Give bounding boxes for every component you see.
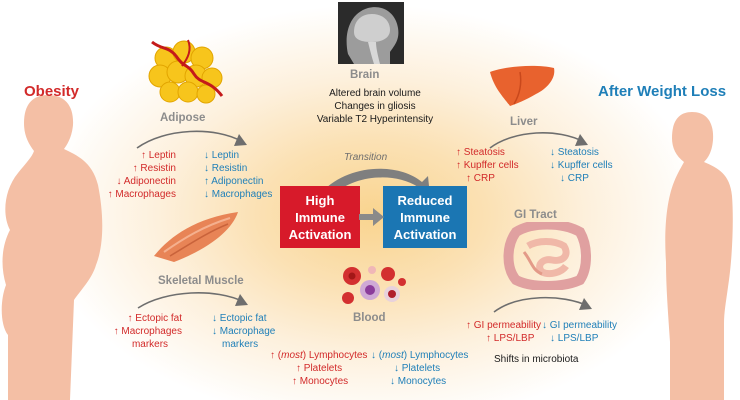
muscle-before-2: ↑ Macrophages xyxy=(113,326,182,337)
liver-before-3: ↑ CRP xyxy=(466,173,495,184)
after-weight-loss-title: After Weight Loss xyxy=(598,83,727,100)
muscle-after-2: ↓ Macrophage xyxy=(212,326,276,337)
muscle-after-3: markers xyxy=(222,339,259,350)
gi-tract-label: GI Tract xyxy=(514,209,557,221)
reduced-immune-activation-box: Reduced Immune Activation xyxy=(383,186,467,248)
adipose-label: Adipose xyxy=(160,112,206,124)
muscle-arrow xyxy=(137,292,248,309)
brain-label: Brain xyxy=(350,69,380,81)
brain-mri-image xyxy=(338,2,404,64)
blood-after-3: ↓ Monocytes xyxy=(390,376,447,387)
liver-before-1: ↑ Steatosis xyxy=(456,147,505,158)
brain-line-3: Variable T2 Hyperintensity xyxy=(316,114,434,125)
muscle-before-3: markers xyxy=(131,339,169,350)
adipose-before-1: ↑ Leptin xyxy=(140,150,176,161)
slim-silhouette xyxy=(665,112,733,400)
blood-before-1: ↑ (most) Lymphocytes xyxy=(270,350,368,361)
brain-line-1: Altered brain volume xyxy=(329,88,421,99)
gi-before-2: ↑ LPS/LBP xyxy=(486,333,535,344)
liver-before-2: ↑ Kupffer cells xyxy=(456,160,519,171)
liver-after-3: ↓ CRP xyxy=(560,173,589,184)
skeletal-muscle-image xyxy=(154,212,238,262)
gi-after-2: ↓ LPS/LBP xyxy=(550,333,599,344)
transition-small-arrow xyxy=(359,208,384,226)
obesity-title: Obesity xyxy=(24,83,80,100)
muscle-before-1: ↑ Ectopic fat xyxy=(127,313,182,324)
adipose-arrow xyxy=(136,130,247,149)
muscle-after-1: ↓ Ectopic fat xyxy=(212,313,267,324)
adipose-after-3: ↑ Adiponectin xyxy=(204,176,264,187)
liver-after-2: ↓ Kupffer cells xyxy=(550,160,613,171)
high-immune-activation-box: High Immune Activation xyxy=(280,186,360,248)
blood-label: Blood xyxy=(353,312,386,324)
adipose-before-3: ↓ Adiponectin xyxy=(116,176,177,187)
blood-after-1: ↓ (most) Lymphocytes xyxy=(371,350,469,361)
gi-arrow xyxy=(493,296,592,313)
blood-before-3: ↑ Monocytes xyxy=(292,376,349,387)
liver-after-1: ↓ Steatosis xyxy=(550,147,599,158)
gi-after-1: ↓ GI permeability xyxy=(542,320,618,331)
gi-before-1: ↑ GI permeability xyxy=(466,320,542,331)
gi-microbiota-note: Shifts in microbiota xyxy=(494,354,579,365)
liver-arrow xyxy=(489,132,588,149)
obese-silhouette xyxy=(1,95,103,400)
blood-cells-image xyxy=(342,266,406,304)
brain-line-2: Changes in gliosis xyxy=(334,101,416,112)
adipose-after-4: ↓ Macrophages xyxy=(204,189,273,200)
liver-image xyxy=(490,65,555,106)
adipose-before-2: ↑ Resistin xyxy=(132,163,176,174)
adipose-after-1: ↓ Leptin xyxy=(204,150,240,161)
gi-tract-image xyxy=(503,222,591,290)
blood-after-2: ↓ Platelets xyxy=(394,363,441,374)
blood-before-2: ↑ Platelets xyxy=(296,363,343,374)
adipose-after-2: ↓ Resistin xyxy=(204,163,248,174)
transition-arrow xyxy=(322,168,430,196)
adipose-cells-image xyxy=(148,39,224,104)
liver-label: Liver xyxy=(510,116,538,128)
adipose-before-4: ↑ Macrophages xyxy=(107,189,176,200)
transition-label: Transition xyxy=(344,152,388,163)
skeletal-muscle-label: Skeletal Muscle xyxy=(158,275,244,287)
